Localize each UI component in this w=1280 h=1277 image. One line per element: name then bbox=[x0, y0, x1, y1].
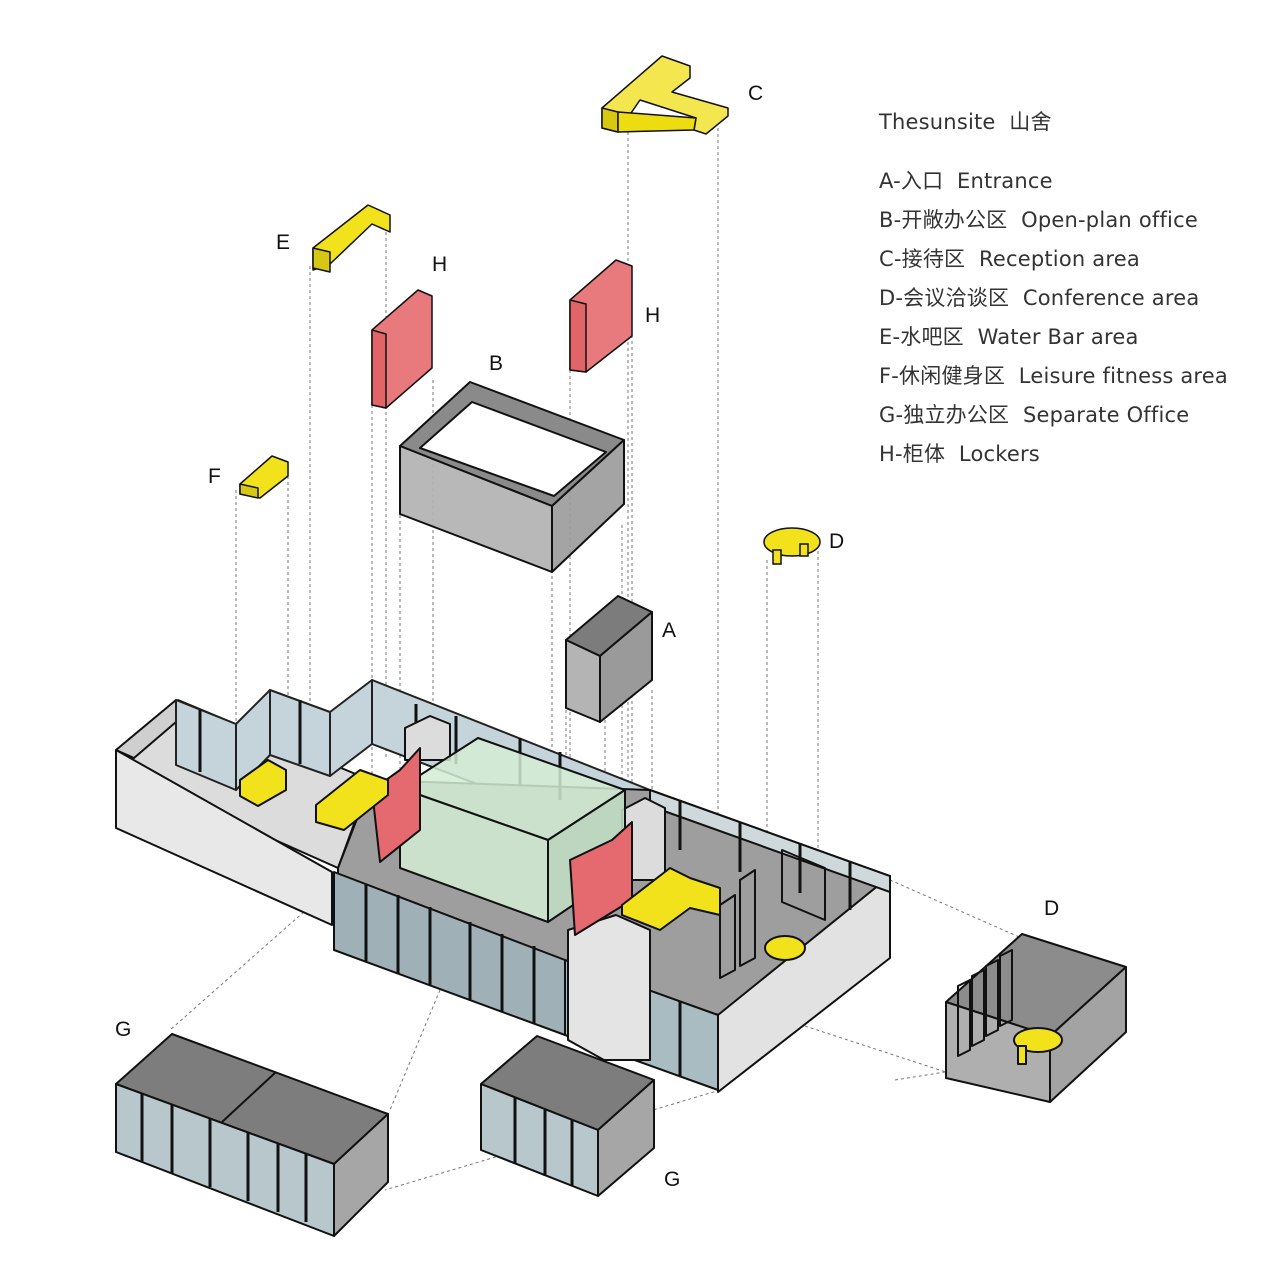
module-b-open-office bbox=[399, 381, 625, 573]
module-c-reception bbox=[601, 55, 729, 135]
module-labels: C E H H B F D A D G G bbox=[115, 82, 1059, 1191]
label-b: B bbox=[489, 352, 503, 375]
legend-item-g: G-独立办公区 Separate Office bbox=[879, 403, 1190, 427]
label-h-right: H bbox=[645, 304, 660, 327]
label-g-left: G bbox=[115, 1018, 131, 1041]
label-a: A bbox=[662, 619, 676, 642]
module-h-locker-right bbox=[569, 259, 633, 373]
legend-item-d: D-会议洽谈区 Conference area bbox=[879, 286, 1200, 310]
module-h-locker-left bbox=[371, 289, 433, 409]
module-a-entrance bbox=[565, 595, 653, 723]
module-e-water-bar bbox=[312, 204, 391, 273]
right-outer-wall bbox=[717, 875, 891, 1093]
legend-item-e: E-水吧区 Water Bar area bbox=[879, 325, 1139, 349]
label-f: F bbox=[208, 465, 221, 488]
main-floor-plan bbox=[115, 679, 891, 1093]
label-e: E bbox=[276, 231, 290, 254]
module-d-conference-room bbox=[945, 933, 1127, 1103]
floor-bar-water bbox=[315, 769, 389, 831]
floor-bench-left bbox=[239, 759, 287, 807]
floor-panels bbox=[719, 849, 826, 979]
legend-item-b: B-开敞办公区 Open-plan office bbox=[879, 208, 1198, 232]
module-d-table bbox=[763, 527, 821, 565]
module-g-office-left bbox=[115, 1033, 389, 1237]
legend-title: Thesunsite 山舍 bbox=[879, 110, 1052, 134]
module-g-office-right bbox=[480, 1035, 655, 1197]
legend-item-f: F-休闲健身区 Leisure fitness area bbox=[879, 364, 1228, 388]
module-f-leisure bbox=[239, 455, 289, 499]
legend-item-c: C-接待区 Reception area bbox=[879, 247, 1140, 271]
label-c: C bbox=[748, 82, 763, 105]
label-d-top: D bbox=[829, 530, 844, 553]
label-h-left: H bbox=[432, 253, 447, 276]
label-g-right: G bbox=[664, 1168, 680, 1191]
floor-table bbox=[764, 935, 806, 961]
locker-floor-left bbox=[371, 747, 421, 863]
legend-item-h: H-柜体 Lockers bbox=[879, 442, 1040, 466]
left-wing-front-wall bbox=[115, 749, 333, 926]
legend-item-a: A-入口 Entrance bbox=[879, 169, 1053, 193]
locker-floor-right bbox=[569, 821, 633, 936]
label-d-bottom: D bbox=[1044, 897, 1059, 920]
entrance-box-floor bbox=[567, 914, 651, 1061]
floor-column bbox=[404, 715, 451, 761]
legend: Thesunsite 山舍 A-入口 Entrance B-开敞办公区 Open… bbox=[879, 106, 1228, 474]
